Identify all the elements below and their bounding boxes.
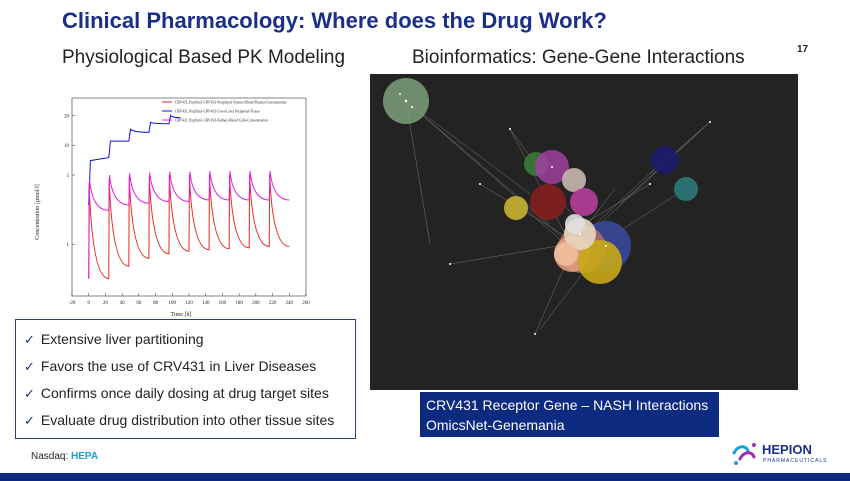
hepion-logo-mark-icon: [732, 443, 756, 465]
nasdaq-ticker: Nasdaq: HEPA: [31, 451, 99, 462]
y-tick-label: 10: [64, 144, 70, 149]
x-tick-label: 260: [302, 301, 310, 306]
hepion-logo: HEPION PHARMACEUTICALS: [732, 442, 827, 465]
x-tick-label: 20: [103, 301, 109, 306]
x-tick-label: 200: [252, 301, 260, 306]
bullet-item: ✓Favors the use of CRV431 in Liver Disea…: [24, 358, 317, 375]
caption-line-2: OmicsNet-Genemania: [426, 417, 565, 433]
bullet-item: ✓Confirms once daily dosing at drug targ…: [24, 385, 329, 402]
x-tick-label: 40: [120, 301, 126, 306]
page-number: 17: [797, 44, 809, 55]
x-tick-label: 60: [136, 301, 142, 306]
checkmark-icon: ✓: [24, 333, 35, 348]
x-tick-label: 140: [202, 301, 210, 306]
caption-line-1: CRV431 Receptor Gene – NASH Interactions: [426, 397, 709, 413]
chart-series: [88, 114, 290, 280]
y-tick-label: 5: [67, 174, 70, 179]
y-tick-label: 20: [64, 114, 70, 119]
x-tick-label: 160: [219, 301, 227, 306]
legend-label-1: CRV431_PopSim1-CRV431-Liver-Liver Peripo…: [175, 110, 260, 114]
x-tick-label: 220: [269, 301, 277, 306]
key-findings-box: ✓Extensive liver partitioning ✓Favors th…: [15, 319, 356, 439]
chart-legend: CRV431_PopSim1-CRV431-Peripheral Venous …: [162, 101, 287, 123]
x-tick-label: 120: [185, 301, 193, 306]
series-line-2: [88, 170, 290, 279]
x-tick-label: 180: [235, 301, 243, 306]
subtitle-bioinformatics: Bioinformatics: Gene-Gene Interactions: [412, 47, 745, 68]
subtitle-pk-modeling: Physiological Based PK Modeling: [62, 47, 346, 68]
gene-interaction-network-image: [370, 74, 798, 390]
svg-text:HEPION: HEPION: [762, 442, 812, 457]
x-tick-label: 100: [169, 301, 177, 306]
x-tick-label: -20: [69, 301, 76, 306]
y-axis-label: Concentration [µmol/l]: [35, 184, 41, 240]
y-tick-label: 1: [67, 243, 70, 248]
bullet-item: ✓Extensive liver partitioning: [24, 331, 204, 348]
series-line-0: [88, 175, 290, 280]
x-tick-label: 240: [286, 301, 294, 306]
x-axis-label: Time [h]: [171, 312, 192, 318]
bullet-item: ✓Evaluate drug distribution into other t…: [24, 412, 335, 429]
x-tick-label: 80: [153, 301, 159, 306]
x-tick-label: 0: [87, 301, 90, 306]
checkmark-icon: ✓: [24, 360, 35, 375]
slide-title: Clinical Pharmacology: Where does the Dr…: [62, 8, 607, 33]
checkmark-icon: ✓: [24, 414, 35, 429]
footer-bar: [0, 473, 850, 481]
series-line-1: [88, 114, 181, 205]
legend-label-2: CRV431_PopSim1-CRV431-Kidney-Blood Cells…: [175, 119, 268, 123]
checkmark-icon: ✓: [24, 387, 35, 402]
svg-text:PHARMACEUTICALS: PHARMACEUTICALS: [763, 458, 827, 464]
legend-label-0: CRV431_PopSim1-CRV431-Peripheral Venous …: [175, 101, 287, 105]
network-caption: CRV431 Receptor Gene – NASH Interactions…: [420, 392, 719, 437]
